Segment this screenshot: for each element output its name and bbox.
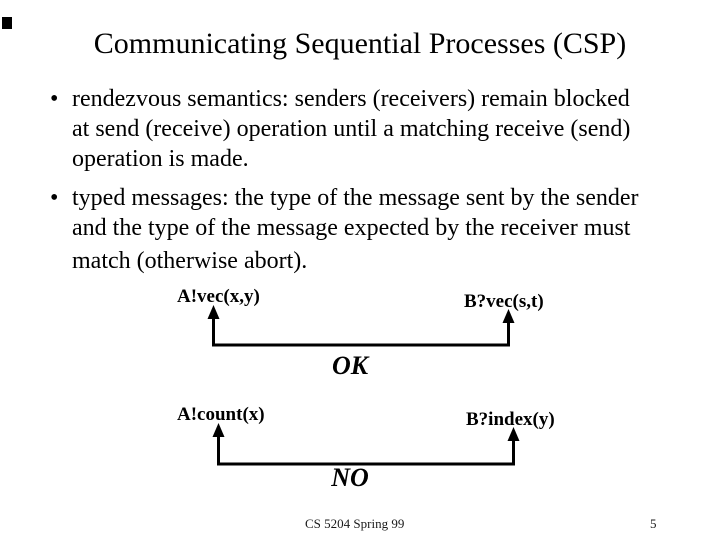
bullet-text: typed messages: the type of the message …	[72, 183, 720, 276]
slide-title: Communicating Sequential Processes (CSP)	[93, 27, 627, 60]
diagram1-receiver-label: B?vec(s,t)	[464, 291, 544, 312]
arrow-up-icon	[212, 423, 225, 437]
bullet-line: rendezvous semantics: senders (receivers…	[72, 86, 630, 112]
arrow-up-icon	[207, 305, 220, 319]
rendezvous-bracket-arrows	[212, 423, 520, 466]
bullet-line: and the type of the message expected by …	[72, 215, 631, 241]
arrow-up-icon	[507, 427, 520, 441]
bullet-icon: •	[50, 185, 59, 211]
bullet-line: operation is made.	[72, 146, 249, 172]
arrow-up-icon	[502, 309, 515, 323]
diagram1-sender-label: A!vec(x,y)	[177, 286, 260, 307]
footer-course-label: CS 5204 Spring 99	[305, 516, 405, 531]
diagram2-receiver-label: B?index(y)	[466, 409, 555, 430]
diagram1-verdict-label: OK	[331, 351, 369, 380]
bullet-icon: •	[50, 86, 59, 112]
bullet-line: at send (receive) operation until a matc…	[72, 116, 631, 142]
bullet-item-typed-messages: • typed messages: the type of the messag…	[0, 183, 720, 276]
diagram2-sender-label: A!count(x)	[177, 404, 265, 425]
rendezvous-bracket-arrows	[207, 305, 515, 347]
bullet-item-rendezvous: • rendezvous semantics: senders (receive…	[0, 84, 720, 174]
bullet-text: rendezvous semantics: senders (receivers…	[72, 84, 720, 174]
diagram2-verdict-label: NO	[331, 463, 369, 492]
bracket-line	[217, 435, 515, 466]
corner-mark	[2, 17, 12, 29]
bullet-line: typed messages: the type of the message …	[72, 185, 639, 211]
bullet-line: match (otherwise abort).	[72, 248, 308, 274]
bracket-line	[212, 317, 510, 347]
footer-page-number: 5	[650, 516, 657, 531]
